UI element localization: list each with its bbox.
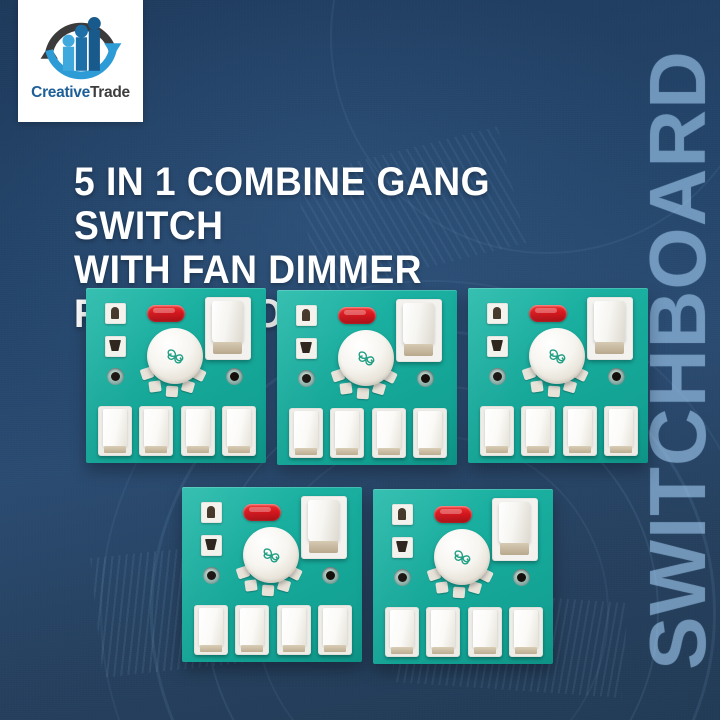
main-toggle-switch [205, 297, 251, 360]
rocker-switch [194, 605, 228, 655]
main-toggle-switch [492, 498, 538, 561]
rocker-switch [480, 406, 514, 456]
rocker-switch [508, 607, 543, 657]
mounting-screw-hole-left [394, 569, 411, 586]
rocker-switch [426, 607, 461, 657]
mounting-screw-hole-right [322, 567, 339, 584]
brand-name-part2: Trade [89, 84, 130, 101]
fan-dimmer-regulator-knob [235, 527, 305, 603]
switchboard-product-4 [182, 487, 362, 662]
fan-blade-icon [358, 350, 374, 365]
fan-blade-icon [454, 549, 470, 564]
rocker-switch [221, 406, 256, 456]
rocker-switch [289, 408, 323, 458]
rocker-switch [562, 406, 597, 456]
rocker-switch-row [480, 406, 638, 456]
switchboard-product-1 [86, 288, 266, 463]
fan-dimmer-regulator-knob [521, 328, 591, 404]
round-pin-socket [296, 305, 317, 326]
fan-blade-icon [263, 547, 279, 562]
round-pin-socket [487, 303, 508, 324]
main-toggle-switch [587, 297, 633, 360]
flat-pin-socket [487, 336, 508, 357]
flat-pin-socket [392, 537, 413, 558]
switchboard-product-5 [373, 489, 553, 664]
fan-dimmer-regulator-knob [330, 330, 400, 406]
rocker-switch [385, 607, 419, 657]
brand-name: CreativeTrade [31, 84, 130, 102]
fan-blade-icon [549, 348, 565, 363]
mounting-screw-hole-right [608, 368, 625, 385]
rocker-switch [521, 406, 556, 456]
rocker-switch [235, 605, 270, 655]
rocker-switch-row [385, 607, 543, 657]
rocker-switch [139, 406, 174, 456]
rocker-switch [180, 406, 215, 456]
rocker-switch-row [98, 406, 256, 456]
mounting-screw-hole-left [489, 368, 506, 385]
red-indicator-lamp [434, 506, 472, 523]
fan-dimmer-regulator-knob [426, 529, 496, 605]
growth-people-circular-arrows-icon [40, 17, 121, 80]
main-toggle-switch [396, 299, 442, 362]
flat-pin-socket [296, 338, 317, 359]
flat-pin-socket [201, 535, 222, 556]
mounting-screw-hole-left [107, 368, 124, 385]
main-toggle-switch [301, 496, 347, 559]
mounting-screw-hole-right [417, 370, 434, 387]
fan-dimmer-regulator-knob [139, 328, 209, 404]
red-indicator-lamp [147, 305, 185, 322]
switchboard-product-2 [277, 290, 457, 465]
mounting-screw-hole-left [203, 567, 220, 584]
rocker-switch-row [289, 408, 447, 458]
mounting-screw-hole-right [513, 569, 530, 586]
brand-logo-card: CreativeTrade [18, 0, 143, 122]
red-indicator-lamp [529, 305, 567, 322]
rocker-switch [330, 408, 365, 458]
rocker-switch [317, 605, 352, 655]
red-indicator-lamp [243, 504, 281, 521]
brand-name-part1: Creative [31, 84, 90, 101]
mounting-screw-hole-left [298, 370, 315, 387]
round-pin-socket [105, 303, 126, 324]
rocker-switch [412, 408, 447, 458]
headline-line-1: 5 IN 1 COMBINE GANG SWITCH [74, 160, 491, 248]
rocker-switch-row [194, 605, 352, 655]
rocker-switch [371, 408, 406, 458]
rocker-switch [98, 406, 132, 456]
round-pin-socket [392, 504, 413, 525]
rocker-switch [467, 607, 502, 657]
fan-blade-icon [167, 348, 183, 363]
switchboard-product-3 [468, 288, 648, 463]
flat-pin-socket [105, 336, 126, 357]
mounting-screw-hole-right [226, 368, 243, 385]
rocker-switch [276, 605, 311, 655]
rocker-switch [603, 406, 638, 456]
red-indicator-lamp [338, 307, 376, 324]
round-pin-socket [201, 502, 222, 523]
